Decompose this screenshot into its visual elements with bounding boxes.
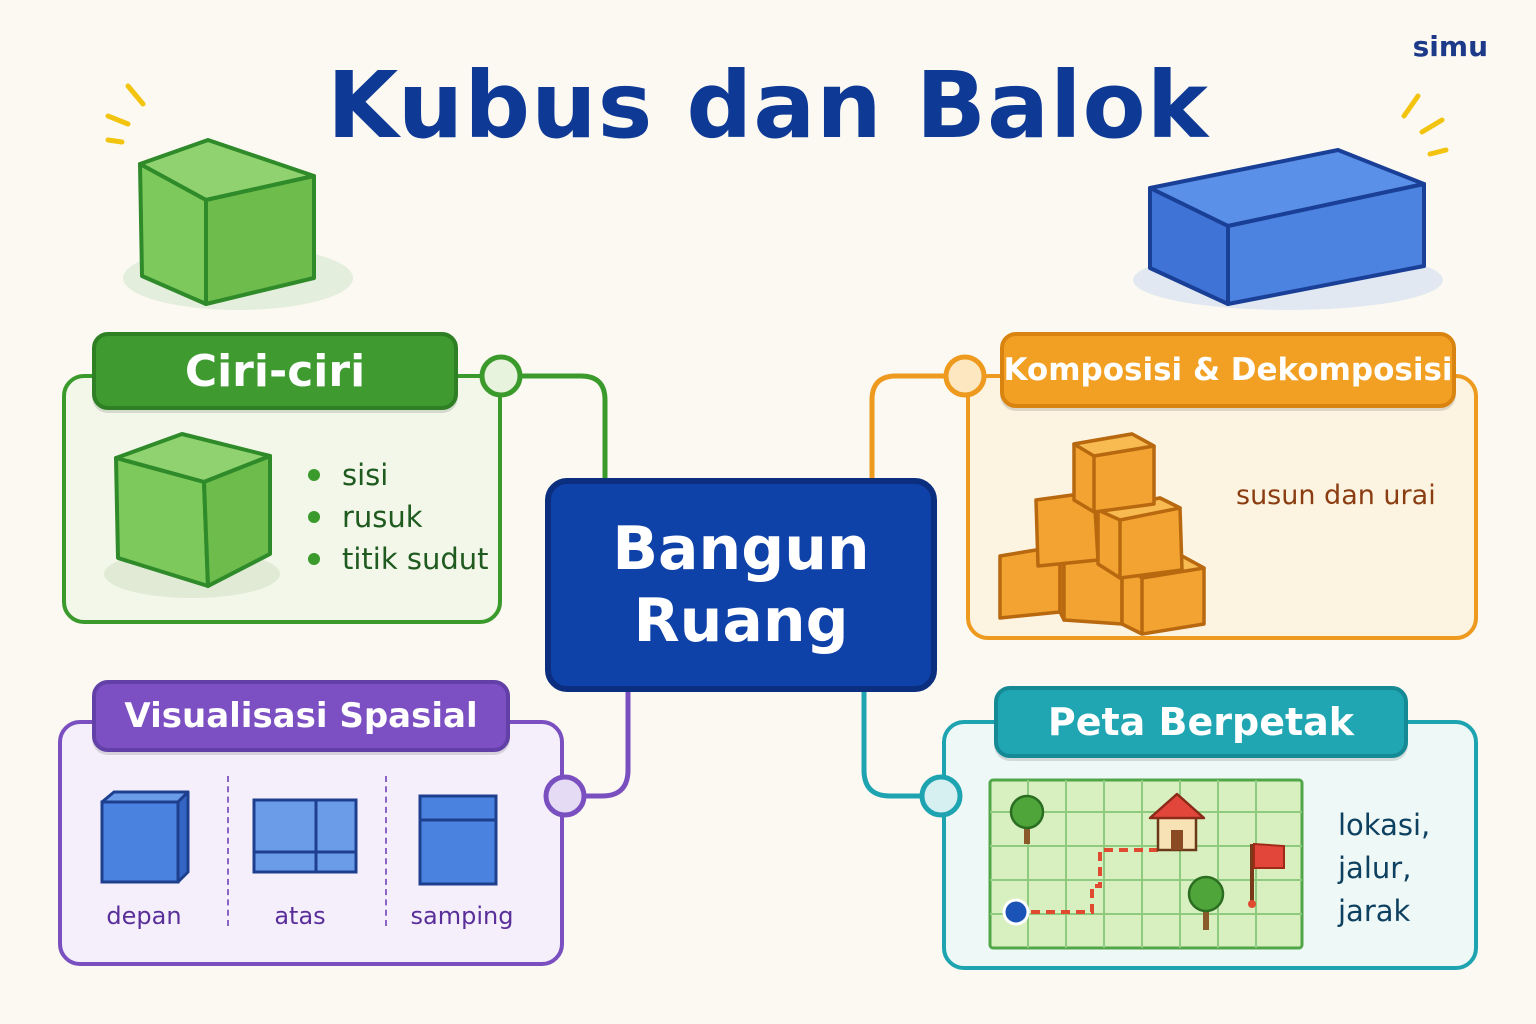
list-item: sisi	[308, 454, 489, 496]
sparkle-left-icon	[105, 83, 146, 145]
cube-icon	[104, 432, 280, 598]
side-view-icon	[418, 794, 498, 886]
view-separator	[385, 776, 387, 926]
komposisi-node	[943, 354, 987, 398]
komposisi-tag: Komposisi & Dekomposisi	[1000, 332, 1456, 408]
cube-icon	[123, 138, 353, 310]
visualisasi-node	[543, 774, 587, 818]
sparkle-right-icon	[1401, 93, 1449, 157]
center-topic-line2: Ruang	[633, 586, 849, 656]
peta-captions: lokasi, jalur, jarak	[1338, 808, 1431, 928]
grid-map-icon	[988, 778, 1304, 950]
top-view-icon	[252, 798, 358, 874]
komposisi-caption: susun dan urai	[1236, 480, 1436, 511]
center-topic: Bangun Ruang	[545, 478, 937, 692]
peta-node	[919, 774, 963, 818]
front-view-icon	[100, 790, 190, 884]
ciri-ciri-tag: Ciri-ciri	[92, 332, 458, 410]
house-icon	[1148, 792, 1206, 852]
ciri-ciri-node	[479, 354, 523, 398]
visualisasi-tag: Visualisasi Spasial	[92, 680, 510, 752]
view-separator	[227, 776, 229, 926]
list-item: titik sudut	[308, 538, 489, 580]
tree-icon	[1187, 875, 1225, 930]
cuboid-icon	[1133, 148, 1443, 310]
brand-logo: simu	[1412, 30, 1488, 63]
list-item: rusuk	[308, 496, 489, 538]
ciri-ciri-list: sisi rusuk titik sudut	[308, 454, 489, 580]
page-title: Kubus dan Balok	[327, 52, 1209, 159]
flag-icon	[1248, 842, 1285, 908]
view-label-front: depan	[106, 902, 182, 930]
tree-icon	[1009, 794, 1045, 844]
view-label-top: atas	[274, 902, 326, 930]
center-topic-line1: Bangun	[612, 514, 870, 584]
peta-tag: Peta Berpetak	[994, 686, 1408, 758]
view-label-side: samping	[410, 902, 514, 930]
stacked-blocks-icon	[998, 432, 1206, 636]
